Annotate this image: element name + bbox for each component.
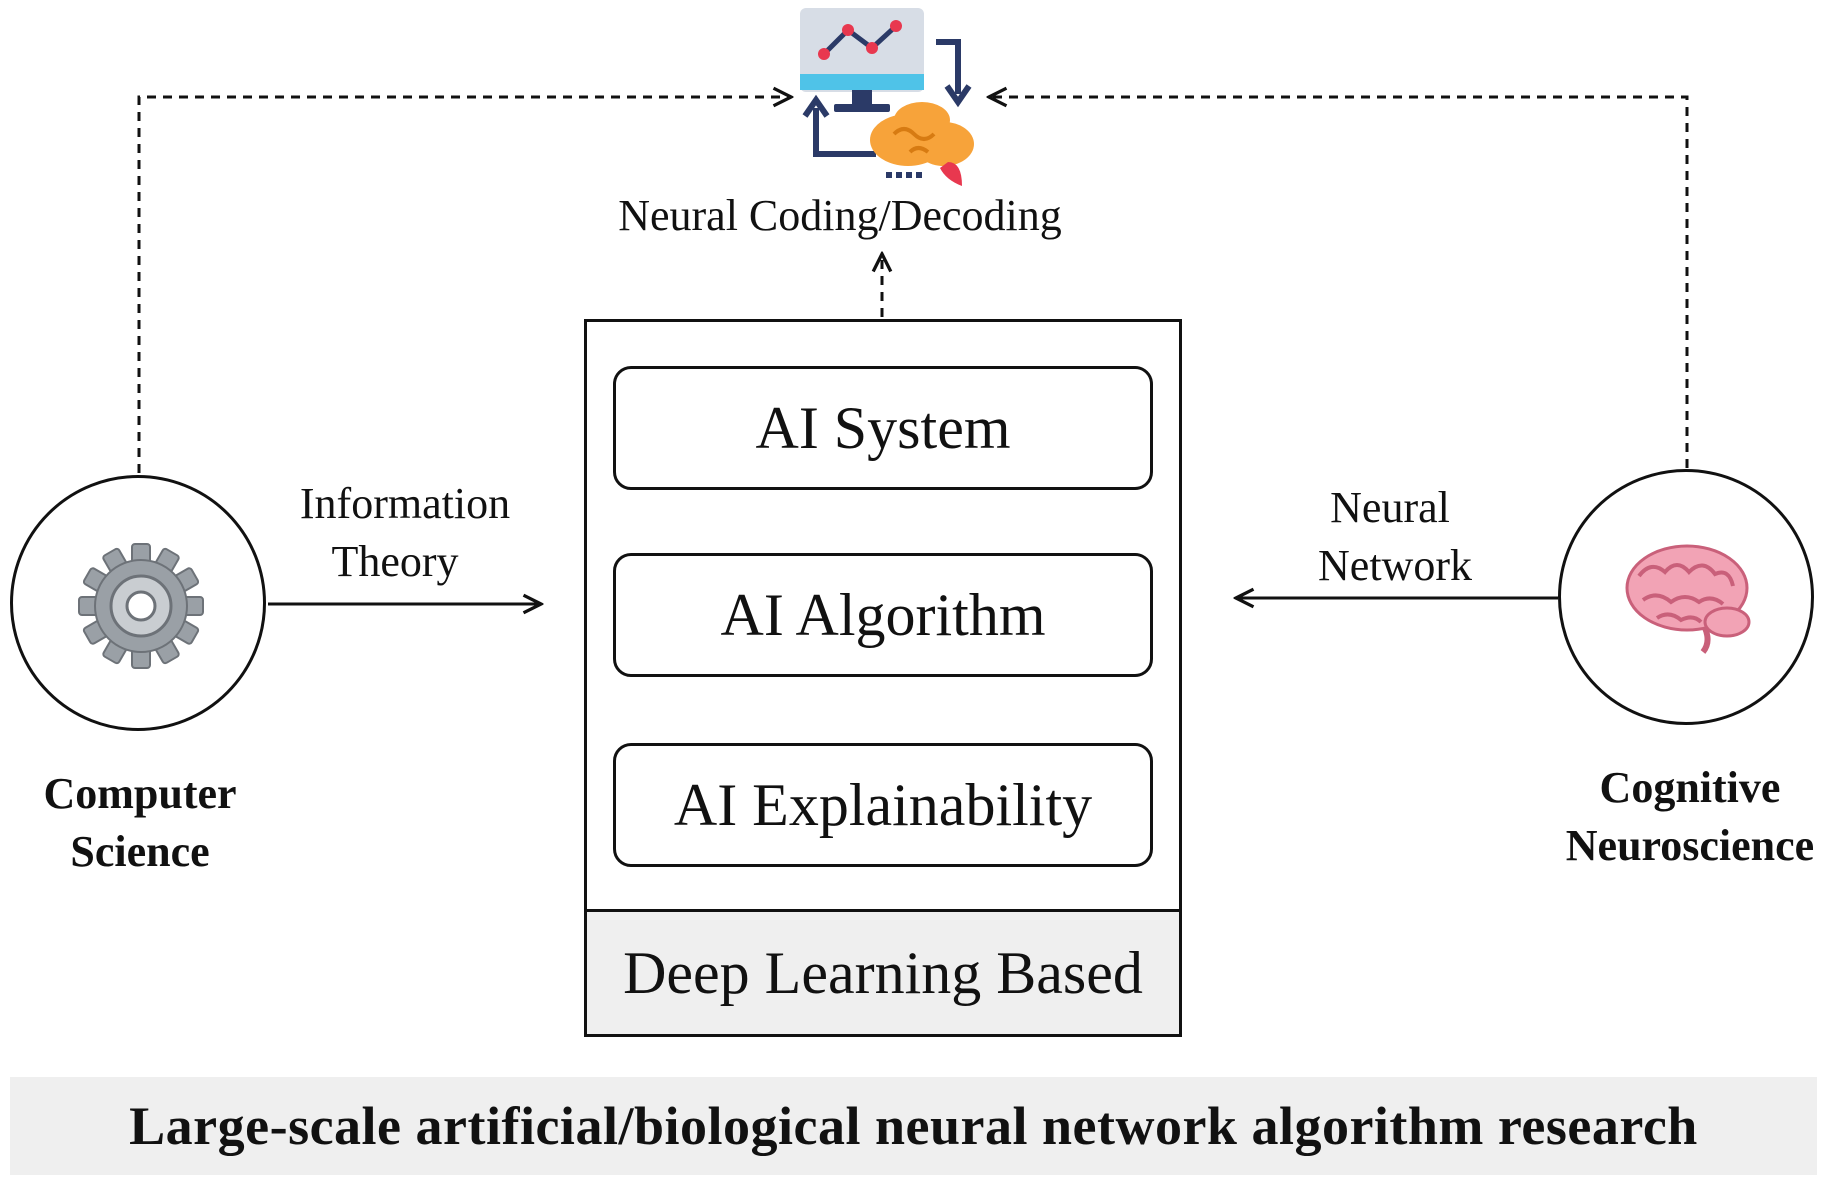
left-node-circle: [10, 475, 266, 731]
cycle-arrow-down-icon: [936, 39, 961, 94]
stack-base: Deep Learning Based: [587, 909, 1179, 1034]
cycle-arrow-up-icon: [813, 108, 876, 157]
right-edge-label-line2: Network: [1318, 541, 1472, 590]
stack-item-ai-algorithm: AI Algorithm: [613, 553, 1153, 677]
right-node-title-line2: Neuroscience: [1565, 821, 1815, 870]
left-dashed-connector: [137, 97, 790, 473]
left-node-title-line1: Computer: [43, 769, 237, 818]
left-node-title-line2: Science: [70, 827, 210, 876]
top-label: Neural Coding/Decoding: [618, 191, 1062, 240]
brain-icon: [1625, 544, 1751, 654]
right-edge-label-line1: Neural: [1330, 483, 1450, 532]
right-node-title-line1: Cognitive: [1599, 763, 1781, 812]
chart-line-icon: [822, 24, 898, 56]
left-edge-label-line1: Information: [299, 479, 511, 528]
neural-coding-icon: [800, 8, 974, 186]
right-dashed-connector: [990, 97, 1689, 468]
orange-brain-icon: [870, 102, 974, 186]
footer-banner: Large-scale artificial/biological neural…: [10, 1077, 1817, 1175]
stack-item-ai-explainability: AI Explainability: [613, 743, 1153, 867]
gear-icon: [78, 543, 204, 669]
left-edge-label-line2: Theory: [331, 537, 459, 586]
center-stack: AI System AI Algorithm AI Explainability…: [584, 319, 1182, 1037]
stack-item-ai-system: AI System: [613, 366, 1153, 490]
right-node-circle: [1558, 469, 1814, 725]
